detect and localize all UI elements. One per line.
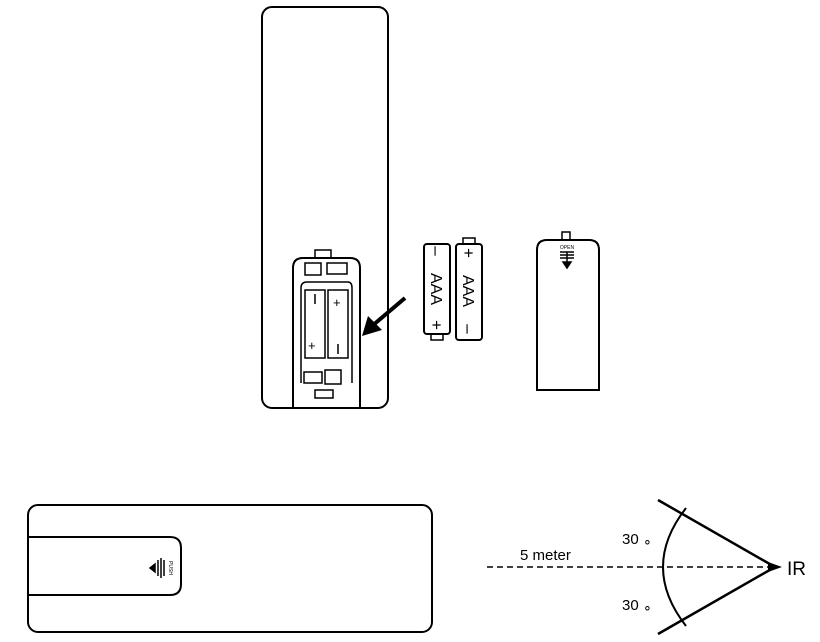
battery-1-label: AAA (427, 273, 444, 305)
slot-right-plus-mark: + (333, 295, 341, 310)
remote-body-outline (261, 6, 389, 409)
compartment-bottom-tab (314, 389, 334, 399)
battery-1-plus: + (427, 320, 446, 330)
battery-2-label: AAA (459, 275, 476, 307)
compartment-slot-top (326, 262, 348, 275)
angle-bottom-label: 30 (622, 597, 639, 614)
remote-side-view (27, 504, 433, 633)
battery-2: + AAA – (455, 237, 483, 341)
battery-slot-right (327, 289, 349, 359)
battery-slot-left (304, 289, 326, 359)
compartment-top-tab (314, 249, 332, 259)
battery-1: – AAA + (423, 243, 451, 341)
battery-1-terminal (430, 333, 444, 341)
side-cover-outline (28, 536, 182, 596)
slot-left-plus-mark: + (308, 338, 316, 353)
remote-back-view (261, 6, 389, 409)
battery-compartment (292, 249, 361, 408)
cover-open-label: OPEN (560, 245, 575, 251)
battery-2-plus: + (459, 248, 478, 258)
compartment-outline (292, 257, 361, 408)
distance-label: 5 meter (520, 547, 571, 564)
angle-top-label: 30 (622, 531, 639, 548)
angle-top-degree: ∘ (643, 533, 652, 549)
ir-label: IR (787, 559, 806, 580)
insert-arrow (362, 296, 407, 336)
compartment-latch-top (304, 262, 322, 276)
angle-line-top (657, 498, 776, 569)
cover-outline (536, 239, 600, 391)
angle-line-bottom (657, 565, 776, 636)
compartment-latch-bottom (324, 369, 342, 385)
battery-cover (536, 231, 600, 391)
side-body-outline (27, 504, 433, 633)
side-push-icon (148, 558, 165, 578)
angle-bottom-degree: ∘ (643, 599, 652, 615)
ir-emitter-arrow (768, 562, 782, 572)
ir-range-diagram (487, 498, 782, 636)
battery-2-minus: – (459, 324, 478, 334)
compartment-slot-bottom (303, 371, 323, 384)
compartment-inner-frame (300, 281, 353, 383)
battery-1-minus: – (427, 246, 446, 256)
side-push-label: PUSH (167, 561, 173, 575)
cover-open-arrow-icon (560, 251, 574, 270)
cover-tab (561, 231, 571, 241)
range-arc (662, 507, 687, 627)
battery-2-body (455, 243, 483, 341)
